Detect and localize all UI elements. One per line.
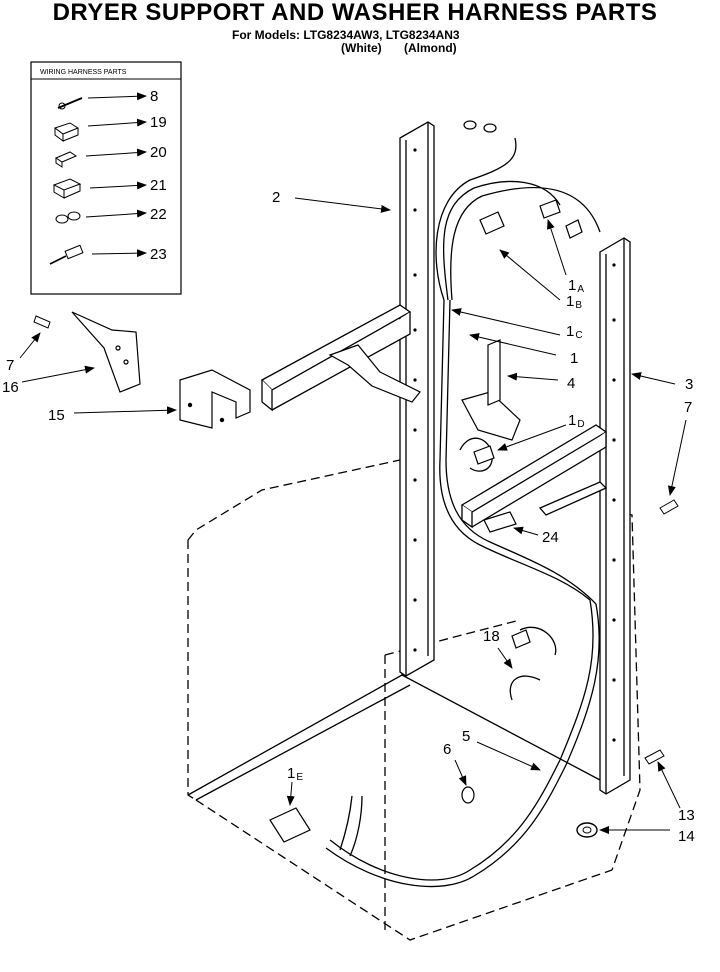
- callout-24: 24: [542, 529, 559, 546]
- screw-13: [644, 749, 665, 765]
- small-connector-icon: [54, 151, 78, 168]
- base-frame: [187, 665, 601, 801]
- harness-connectors: [269, 120, 583, 843]
- callout-1b: 1B: [566, 293, 582, 311]
- right-rail-holes: [612, 263, 616, 742]
- mounting-bracket-15: [179, 369, 251, 429]
- left-support-rail: [399, 121, 435, 677]
- crimp-terminal-icon: [49, 244, 84, 265]
- inset-item-23: 23: [150, 246, 167, 263]
- callout-3: 3: [685, 376, 693, 393]
- block-connector-icon: [52, 178, 82, 199]
- bracket-part-4: [461, 339, 521, 441]
- inset-item-19: 19: [150, 114, 167, 131]
- callout-5: 5: [462, 728, 470, 745]
- connector-icon: [53, 122, 80, 142]
- callout-1: 1: [570, 350, 578, 367]
- splice-icon: [55, 211, 81, 224]
- callout-1e: 1E: [287, 765, 303, 783]
- grommet-14: [576, 822, 598, 838]
- callout-14: 14: [678, 828, 695, 845]
- callout-7-left: 7: [6, 357, 14, 374]
- callout-arrows: [19, 197, 687, 834]
- callout-2: 2: [272, 189, 280, 206]
- callout-7-right: 7: [684, 399, 692, 416]
- screw-7-left: [33, 315, 51, 329]
- callout-1a: 1A: [568, 277, 584, 295]
- left-rail-holes: [413, 148, 417, 652]
- color-almond: (Almond): [404, 41, 457, 55]
- callout-18: 18: [483, 628, 500, 645]
- models-line: For Models: LTG8234AW3, LTG8234AN3: [232, 28, 460, 42]
- color-white: (White): [341, 41, 382, 55]
- callout-13: 13: [678, 807, 695, 824]
- right-cross-brace: [460, 424, 608, 529]
- callout-1c: 1C: [566, 323, 583, 341]
- switch-bracket-16: [71, 311, 141, 393]
- terminal-pin-icon: [57, 97, 83, 110]
- wire-harness: [325, 137, 601, 888]
- callout-6: 6: [443, 741, 451, 758]
- inset-item-8: 8: [150, 88, 158, 105]
- callout-labels: 2 1A 1B 1C 1 4 1D 3 7 7 16 15 24 18 5 6 …: [2, 189, 695, 845]
- inset-item-22: 22: [150, 206, 167, 223]
- page-title: DRYER SUPPORT AND WASHER HARNESS PARTS: [52, 0, 658, 26]
- callout-15: 15: [48, 407, 65, 424]
- callout-16: 16: [2, 379, 19, 396]
- inset-item-20: 20: [150, 144, 167, 161]
- brace-bracket: [328, 344, 421, 403]
- callout-4: 4: [567, 375, 575, 392]
- inset-item-21: 21: [150, 177, 167, 194]
- screw-7-right: [659, 499, 679, 515]
- right-support-rail: [599, 237, 631, 795]
- callout-1d: 1D: [568, 412, 585, 430]
- inset-title: WIRING HARNESS PARTS: [40, 69, 127, 76]
- wiring-harness-parts-inset: WIRING HARNESS PARTS 8 19 20 2: [30, 61, 182, 295]
